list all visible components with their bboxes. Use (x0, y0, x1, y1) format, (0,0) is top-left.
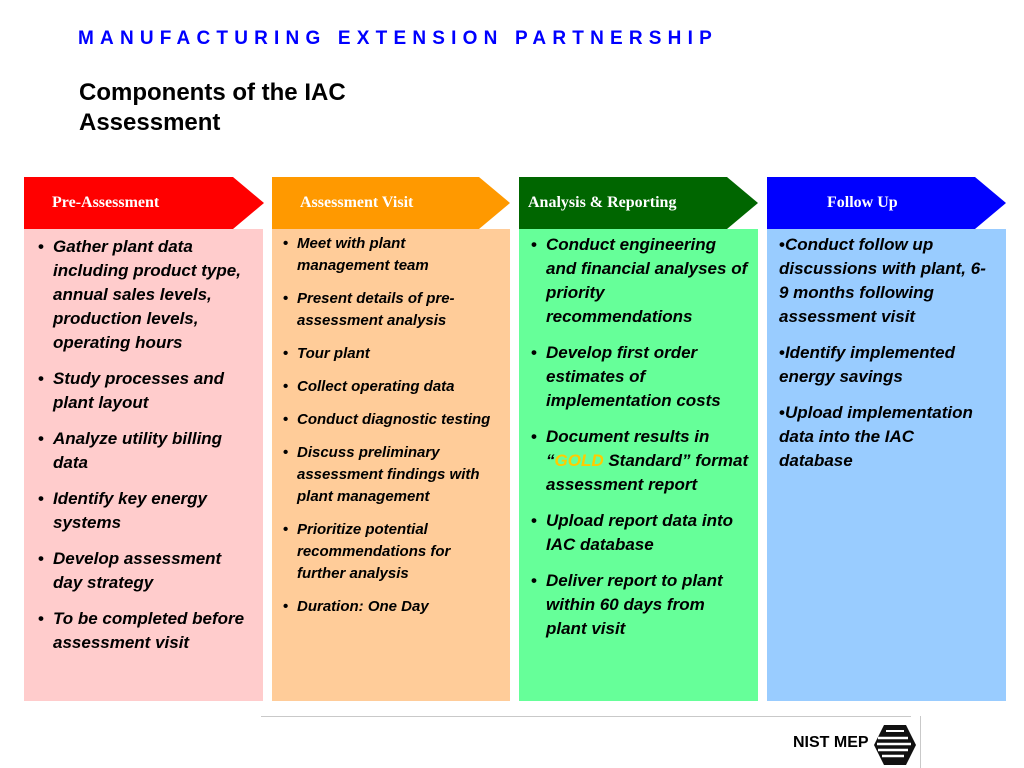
list-item: Identify implemented energy savings (779, 341, 992, 389)
list-item: Conduct follow up discussions with plant… (779, 233, 992, 329)
list-item: Deliver report to plant within 60 days f… (525, 569, 750, 641)
analysis-reporting-body: Conduct engineering and financial analys… (519, 229, 758, 701)
list-item-text: Document results in (546, 427, 710, 446)
pre-assessment-body: Gather plant data including product type… (24, 229, 263, 701)
list-item: Conduct engineering and financial analys… (525, 233, 750, 329)
title-line-2: Assessment (79, 109, 221, 136)
footer-divider (261, 716, 911, 717)
follow-up-arrow (767, 177, 1006, 229)
list-item: Duration: One Day (283, 596, 500, 618)
list-item: Upload implementation data into the IAC … (779, 401, 992, 473)
pre-assessment-header-label: Pre-Assessment (52, 194, 160, 211)
list-item: Upload report data into IAC database (525, 509, 750, 557)
list-item: Conduct diagnostic testing (283, 409, 500, 431)
list-item: Document results in “GOLD Standard” forma… (525, 425, 750, 497)
title-line-1: Components of the IAC (79, 79, 346, 106)
banner-title: MANUFACTURING EXTENSION PARTNERSHIP (78, 28, 718, 49)
analysis-reporting-header: Analysis & Reporting (519, 177, 759, 229)
nist-mep-logo-icon (874, 725, 916, 765)
page-title: Components of the IAC Assessment (79, 78, 479, 138)
list-item: Present details of pre-assessment analys… (283, 288, 500, 332)
list-item: Collect operating data (283, 376, 500, 398)
analysis-reporting-header-label: Analysis & Reporting (528, 194, 677, 211)
list-item: Develop first order estimates of impleme… (525, 341, 750, 413)
list-item-text-rest: Standard” format assessment report (546, 451, 749, 494)
assessment-visit-arrow (272, 177, 510, 229)
follow-up-header-label: Follow Up (827, 194, 898, 211)
list-item: To be completed before assessment visit (32, 607, 253, 655)
list-item: Identify key energy systems (32, 487, 253, 535)
list-item: Prioritize potential recommendations for… (283, 519, 500, 585)
list-item: Develop assessment day strategy (32, 547, 253, 595)
open-quote: “ (546, 451, 555, 470)
list-item: Meet with plant management team (283, 233, 500, 277)
assessment-visit-header-label: Assessment Visit (300, 194, 414, 211)
list-item: Analyze utility billing data (32, 427, 253, 475)
pre-assessment-arrow (24, 177, 264, 229)
list-item: Gather plant data including product type… (32, 235, 253, 355)
list-item: Study processes and plant layout (32, 367, 253, 415)
assessment-visit-body: Meet with plant management team Present … (272, 229, 510, 701)
list-item: Discuss preliminary assessment findings … (283, 442, 500, 508)
follow-up-header: Follow Up (767, 177, 1007, 229)
analysis-reporting-arrow (519, 177, 758, 229)
footer-vertical-divider (920, 716, 921, 768)
follow-up-body: Conduct follow up discussions with plant… (767, 229, 1006, 701)
gold-text: GOLD (554, 451, 604, 470)
pre-assessment-header: Pre-Assessment (24, 177, 264, 229)
list-item: Tour plant (283, 343, 500, 365)
assessment-visit-header: Assessment Visit (272, 177, 512, 229)
nist-mep-logo-text: NIST MEP (793, 734, 869, 751)
